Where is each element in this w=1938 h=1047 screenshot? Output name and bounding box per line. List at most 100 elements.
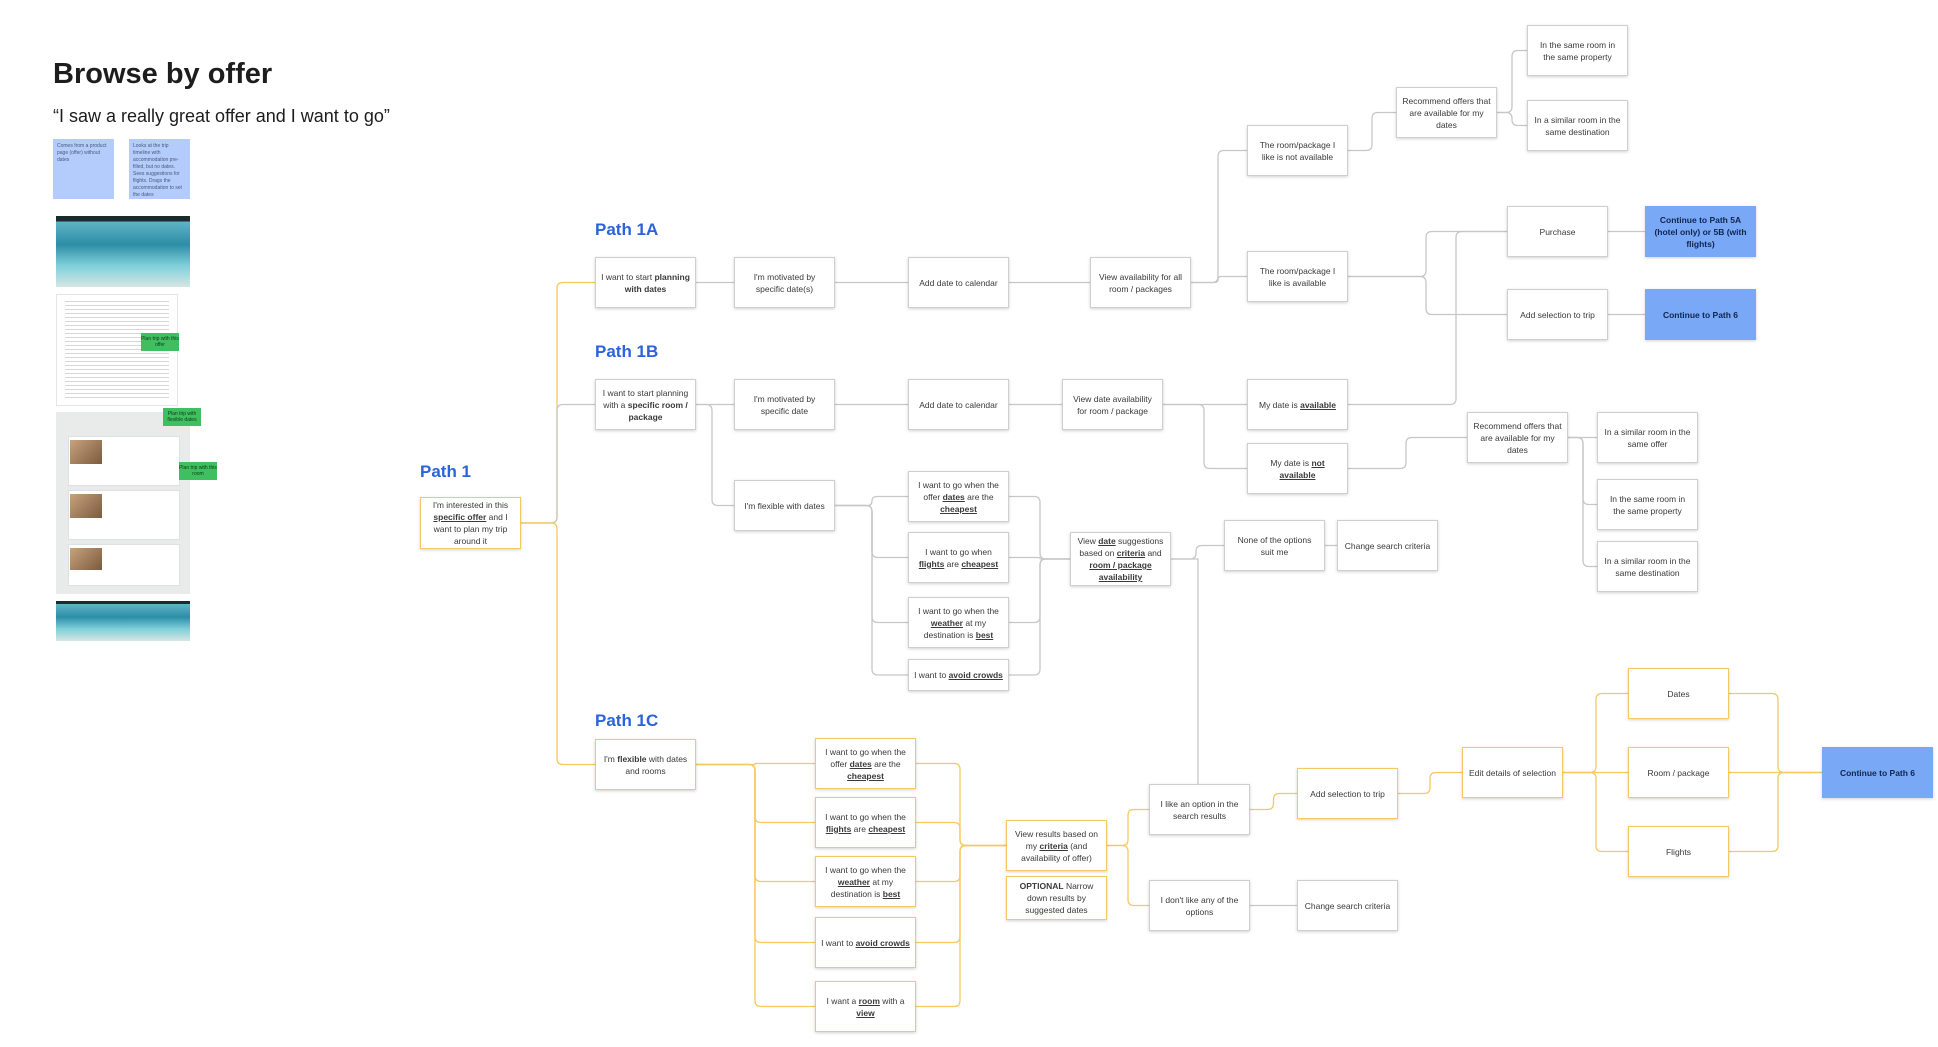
node-edit-flights: Flights [1628,826,1729,877]
node-plan-with-room: I want to start planning with a specific… [595,379,696,430]
connector-b1-b_flex [696,403,734,507]
page-title: Browse by offer [53,58,273,90]
node-1b-avoid-crowds: I want to avoid crowds [908,659,1009,691]
node-date-not-available: My date is not available [1247,443,1348,494]
node-1c-avoid-crowds: I want to avoid crowds [815,917,916,968]
connector-b5_na-b_rec [1348,436,1467,470]
node-view-availability: View availability for all room / package… [1090,257,1191,308]
node-edit-details: Edit details of selection [1462,747,1563,798]
node-flexible-with-dates: I'm flexible with dates [734,480,835,531]
connector-b4-b5_na [1163,403,1247,470]
connector-bf1-b_view [1009,495,1070,560]
node-edit-room-package: Room / package [1628,747,1729,798]
path-1c-label: Path 1C [595,711,659,730]
path-1-label: Path 1 [420,462,472,481]
node-continue-path-6-c: Continue to Path 6 [1822,747,1933,798]
node-optional-narrow-down: OPTIONAL Narrow down results by suggeste… [1006,876,1107,920]
connector-a4-a5_av [1191,275,1247,284]
sticky-note-2: Looks at the trip timeline with accommod… [129,139,190,199]
node-dislike-options: I don't like any of the options [1149,880,1250,931]
path-1b-label: Path 1B [595,342,659,361]
plan-trip-offer-button[interactable]: Plan trip with this offer [141,333,179,351]
node-change-search-criteria-1c: Change search criteria [1297,880,1398,931]
connector-cf4-c_view [916,844,1006,944]
sticky-note-1: Comes from a product page (offer) withou… [53,139,114,199]
page-subtitle: “I saw a really great offer and I want t… [53,106,390,126]
node-continue-path-5: Continue to Path 5A (hotel only) or 5B (… [1645,206,1756,257]
connector-view-to-like [1171,558,1199,784]
node-view-date-availability: View date availability for room / packag… [1062,379,1163,430]
node-like-an-option: I like an option in the search results [1149,784,1250,835]
node-add-date-to-calendar: Add date to calendar [908,257,1009,308]
node-similar-room-same-destination-1a: In a similar room in the same destinatio… [1527,100,1628,151]
connector-b5_av-a_purchase [1348,230,1507,406]
node-same-room-same-property-1b: In the same room in the same property [1597,479,1698,530]
plan-trip-flexible-button[interactable]: Plan trip with flexible dates [163,408,201,426]
node-similar-room-same-offer: In a similar room in the same offer [1597,412,1698,463]
connector-c_add-c_edit [1398,771,1462,795]
connector-c_edit-c_dates [1563,692,1628,774]
node-recommend-offers-1b: Recommend offers that are available for … [1467,412,1568,463]
node-motivated-by-date: I'm motivated by specific date [734,379,835,430]
connector-c1-cf5 [696,763,815,1008]
connector-c_view-c_like [1107,808,1149,847]
connector-b_rec-b_sd [1568,436,1597,568]
node-1b-cheapest-flights: I want to go when flights are cheapest [908,532,1009,583]
connector-c_dates-t_6c [1729,692,1822,774]
node-flexible-dates-and-rooms: I'm flexible with dates and rooms [595,739,696,790]
node-view-results: View results based on my criteria (and a… [1006,820,1107,871]
connector-cf5-c_view [916,844,1006,1008]
node-room-not-available: The room/package I like is not available [1247,125,1348,176]
node-room-available: The room/package I like is available [1247,251,1348,302]
node-change-search-criteria-1b: Change search criteria [1337,520,1438,571]
room-listing-thumbnail [56,412,190,594]
connector-bf2-b_view [1009,556,1070,560]
node-view-date-suggestions: View date suggestions based on criteria … [1070,532,1171,586]
connector-c_like-c_add [1250,792,1297,811]
node-1b-best-weather: I want to go when the weather at my dest… [908,597,1009,648]
connector-p1_root-b1 [521,403,595,524]
node-interested-in-offer: I'm interested in this specific offer an… [420,497,521,549]
connector-cf3-c_view [916,844,1006,883]
connector-a_rec-a_same [1497,49,1527,114]
connector-c_view-c_dislike [1107,844,1149,907]
offer-page-hero-image-2 [56,601,190,641]
plan-trip-room-button[interactable]: Plan trip with this room [179,462,217,480]
node-1c-room-with-view: I want a room with a view [815,981,916,1032]
offer-page-hero-image [56,216,190,287]
node-add-selection-1c: Add selection to trip [1297,768,1398,819]
connector-b_view-b_none [1171,544,1224,560]
connector-c1-cf1 [696,762,815,766]
connector-cf1-c_view [916,762,1006,847]
connector-a5_av-a_add [1348,275,1507,316]
node-recommend-offers-1a: Recommend offers that are available for … [1396,87,1497,138]
node-continue-path-6-a: Continue to Path 6 [1645,289,1756,340]
connector-bf4-b_view [1009,558,1070,676]
node-1c-best-weather: I want to go when the weather at my dest… [815,856,916,907]
connector-cf2-c_view [916,821,1006,847]
node-add-date-to-calendar-1b: Add date to calendar [908,379,1009,430]
node-edit-dates: Dates [1628,668,1729,719]
connector-p1_root-c1 [521,522,595,766]
node-purchase: Purchase [1507,206,1608,257]
connector-c_edit-c_flights [1563,771,1628,853]
node-1c-cheapest-dates: I want to go when the offer dates are th… [815,738,916,789]
node-plan-with-dates: I want to start planning with dates [595,257,696,308]
node-1b-cheapest-dates: I want to go when the offer dates are th… [908,471,1009,522]
connector-c_flights-t_6c [1729,771,1822,853]
node-none-suit-me: None of the options suit me [1224,520,1325,571]
node-date-available: My date is available [1247,379,1348,430]
connector-b_flex-bf1 [835,495,908,507]
node-similar-room-same-destination-1b: In a similar room in the same destinatio… [1597,541,1698,592]
node-same-room-same-property-1a: In the same room in the same property [1527,25,1628,76]
connector-a4-a5_na [1191,149,1247,284]
node-add-selection-1a: Add selection to trip [1507,289,1608,340]
connector-a_rec-a_similar [1497,111,1527,127]
node-1c-cheapest-flights: I want to go when the flights are cheape… [815,797,916,848]
node-motivated-by-dates: I'm motivated by specific date(s) [734,257,835,308]
connector-b_flex-bf4 [835,504,908,676]
connector-a5_na-a_rec [1348,111,1396,152]
connector-a5_av-a_purchase [1348,230,1507,278]
path-1a-label: Path 1A [595,220,659,239]
